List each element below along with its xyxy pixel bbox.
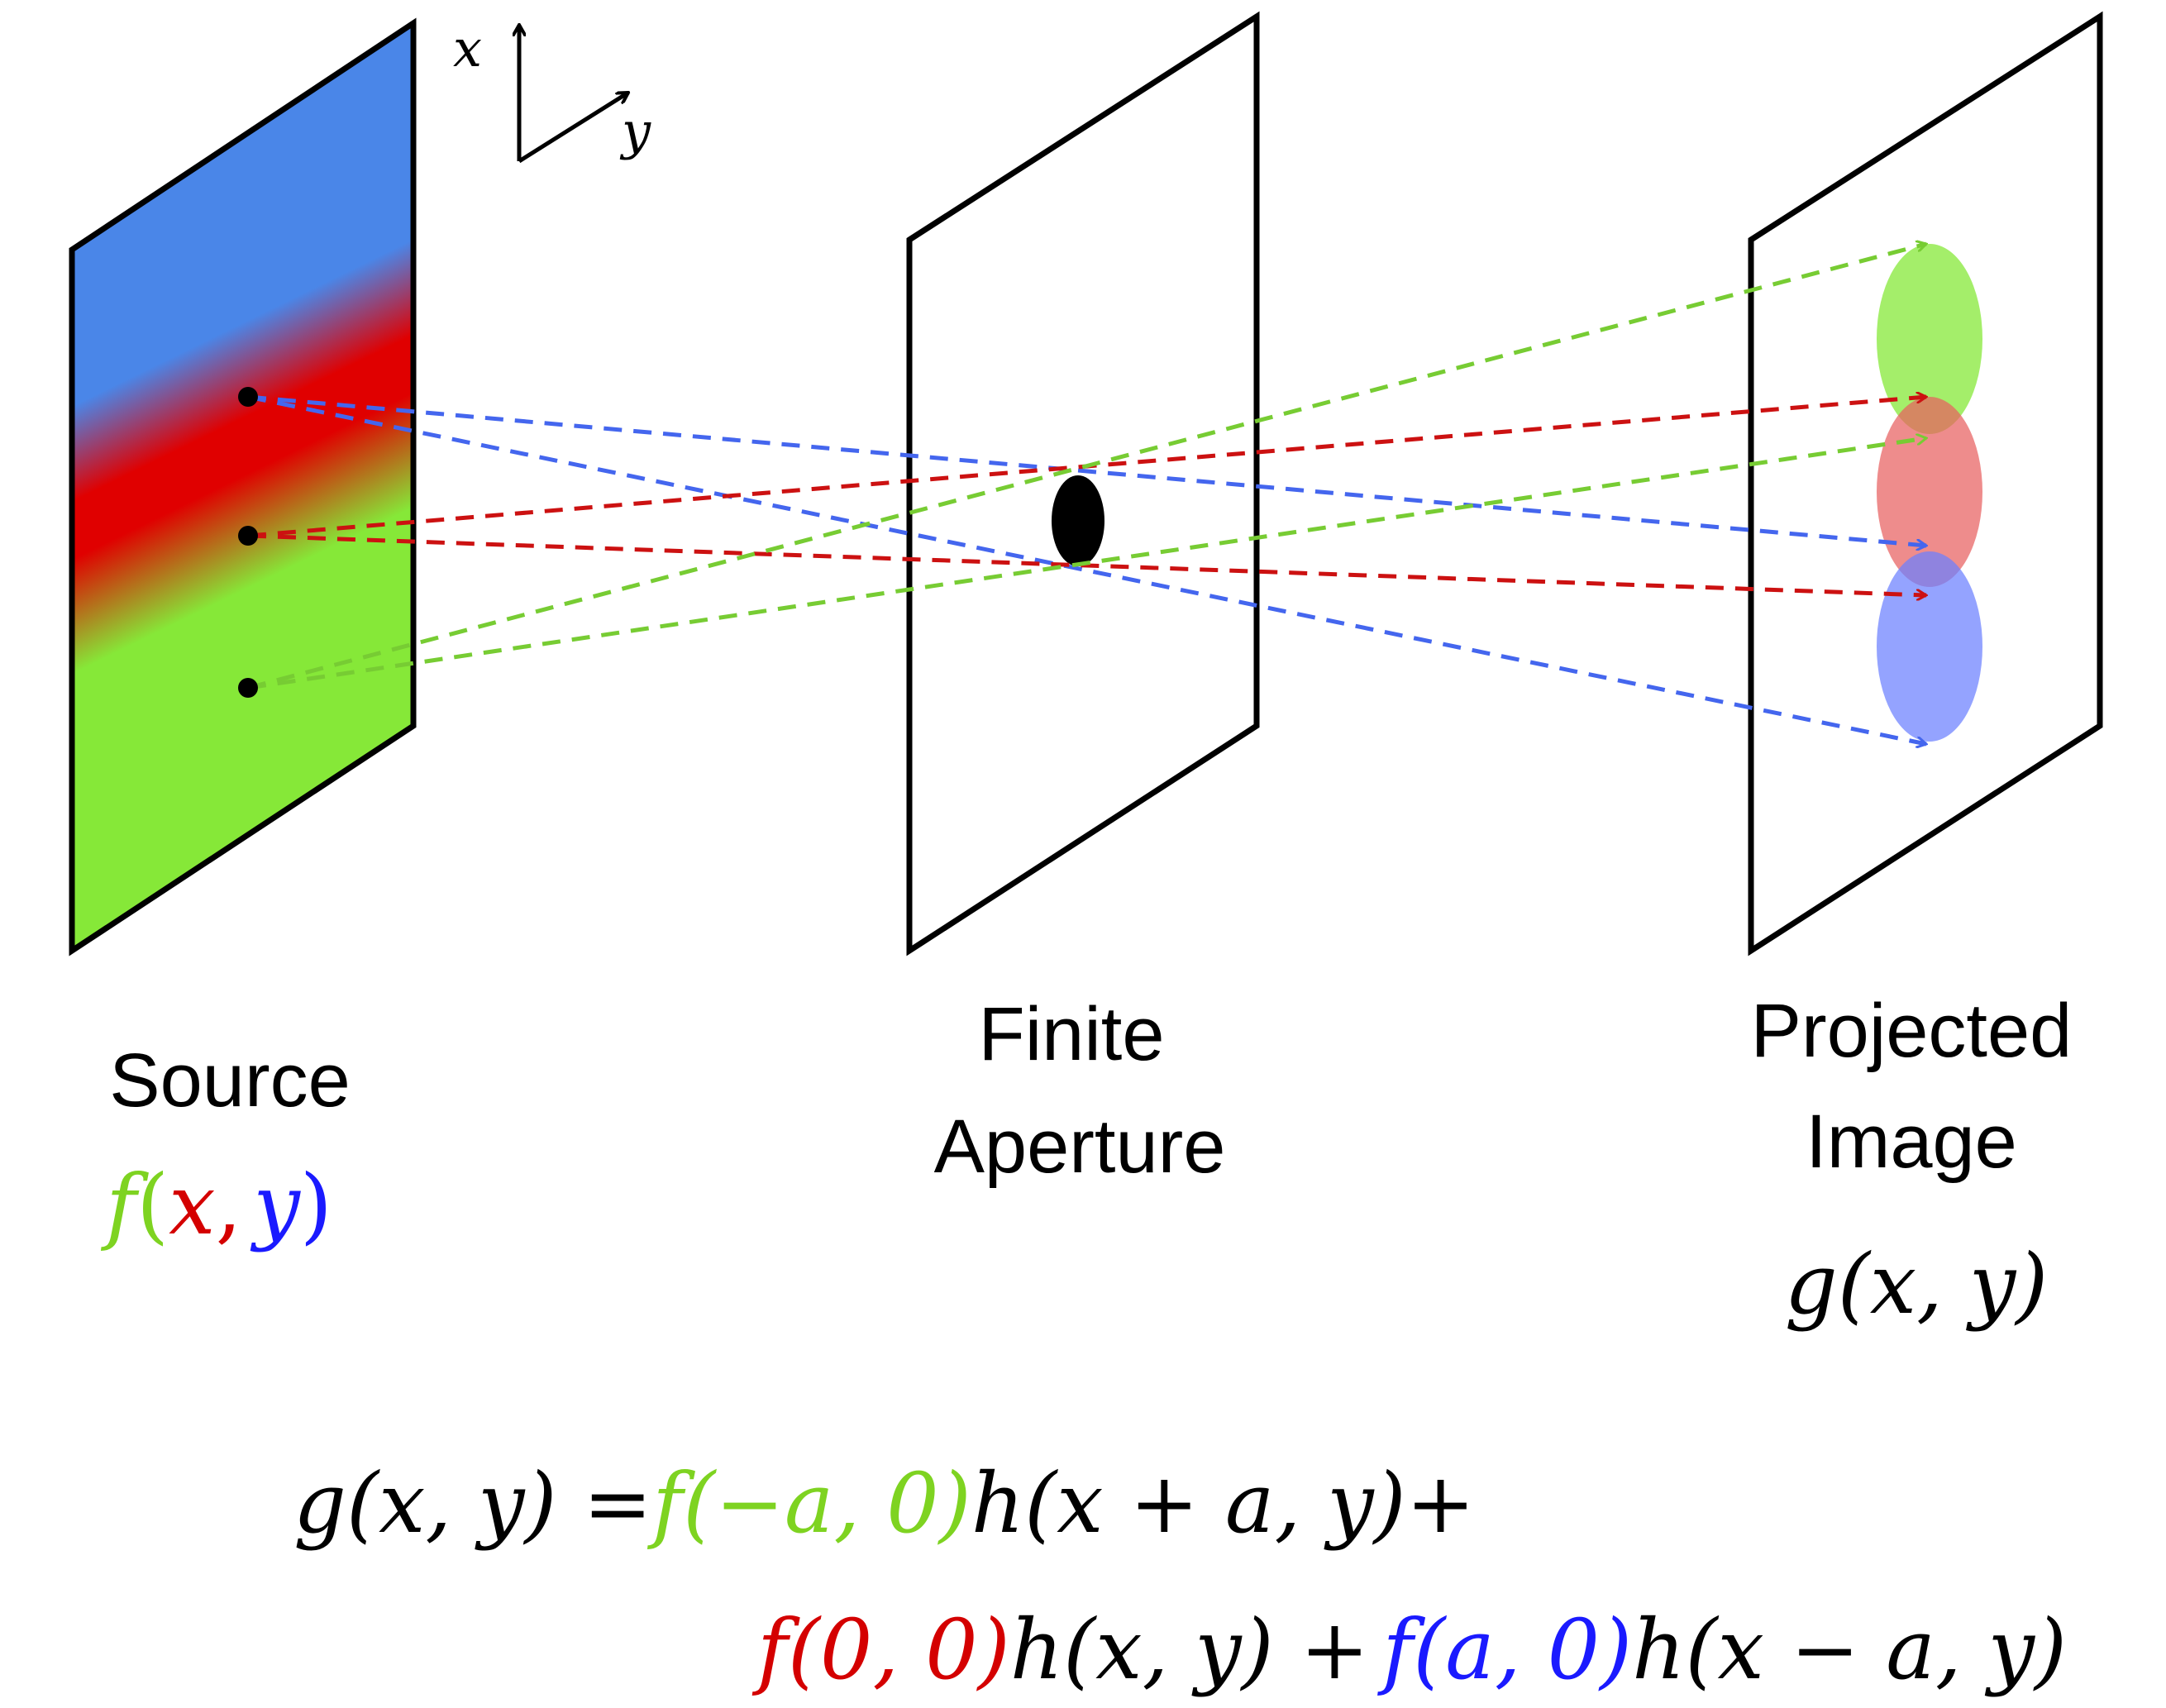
red-ray-lower <box>247 533 1926 595</box>
source-function-x: x <box>169 1157 215 1253</box>
equation-lhs: g(x, y) = <box>293 1455 652 1552</box>
aperture-label-line1: Finite <box>979 992 1165 1076</box>
projected-blue-spot <box>1877 551 1982 742</box>
equation-red-term: f(0, 0) <box>751 1601 1010 1698</box>
equation-line1: g(x, y) =f(−a, 0)h(x + a, y)+ <box>293 1455 1475 1552</box>
source-plane <box>69 17 417 957</box>
equation-line2-rest: h(x − a, y) <box>1632 1601 2067 1698</box>
source-function-close: ) <box>300 1157 332 1253</box>
aperture-hole <box>1052 475 1104 566</box>
projected-green-spot <box>1877 244 1982 434</box>
green-ray-upper <box>247 244 1926 690</box>
green-ray-lower <box>247 438 1926 690</box>
image-plane <box>1748 11 2103 957</box>
source-point-top <box>238 387 258 407</box>
aperture-plane <box>906 11 1260 957</box>
y-axis-label: y <box>619 101 651 161</box>
equation-line1-rest: h(x + a, y)+ <box>971 1455 1476 1552</box>
source-function-y: y <box>250 1157 301 1253</box>
source-label: Source <box>109 1038 351 1123</box>
equation-green-term: f(−a, 0) <box>646 1455 971 1552</box>
x-axis-label: x <box>453 18 482 79</box>
source-point-middle <box>238 526 258 546</box>
equation-line2: f(0, 0)h(x, y) +f(a, 0)h(x − a, y) <box>751 1601 2067 1698</box>
source-function: f(x,y) <box>100 1157 332 1253</box>
projected-label-line1: Projected <box>1751 989 2073 1073</box>
axes-indicator: x y <box>453 18 651 164</box>
aperture-label-line2: Aperture <box>934 1104 1226 1189</box>
source-point-bottom <box>238 678 258 698</box>
blue-rays <box>247 394 1926 744</box>
source-function-comma: , <box>216 1157 242 1253</box>
blue-ray-upper <box>247 394 1926 546</box>
projected-red-spot <box>1877 397 1982 587</box>
equation-blue-term: f(a, 0) <box>1376 1601 1632 1698</box>
y-axis-arrow <box>518 93 628 164</box>
blue-ray-lower <box>247 394 1926 744</box>
source-function-open: ( <box>136 1157 169 1253</box>
equation-line2-mid: h(x, y) + <box>1010 1601 1369 1698</box>
green-rays <box>247 244 1926 690</box>
projected-label-line2: Image <box>1806 1100 2017 1184</box>
image-function: g(x, y) <box>1785 1236 2049 1333</box>
